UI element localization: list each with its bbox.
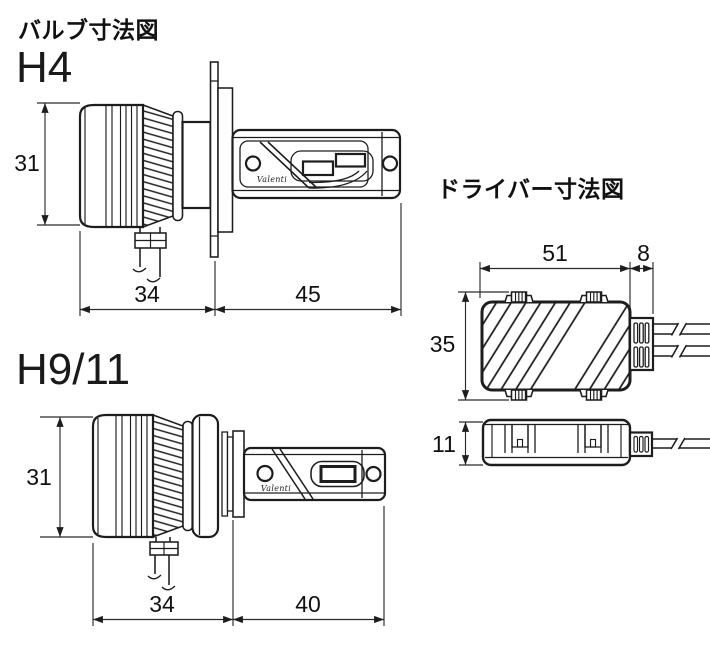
driver-top-view-drawing: 51 8 35 [430,240,710,401]
h4-dim-height-value: 31 [14,150,40,176]
driver-dim-connector-value: 8 [637,240,650,266]
h9-11-dim-body-length-value: 40 [295,591,321,617]
h9-11-collar [182,420,194,532]
h9-11-bulb-drawing: 31 Valenti [26,413,387,626]
driver-mount-tabs [504,291,609,401]
h9-11-dim-height: 31 [26,416,93,538]
driver-dim-thickness: 11 [432,421,483,466]
h9-11-brand-logo: Valenti [261,484,291,493]
h9-11-hole-right [365,465,382,483]
bulb-section-heading: バルブ寸法図 [18,17,159,43]
h9-11-hole-left [256,464,274,483]
h9-11-dim-height-value: 31 [26,464,52,490]
driver-section-heading: ドライバー寸法図 [437,176,625,202]
h4-dim-lengths: 34 45 [79,203,402,316]
h9-11-heatsink [91,413,155,539]
driver-dim-width-value: 35 [430,331,456,357]
driver-connector [628,316,655,372]
driver-side-connector [628,431,654,458]
h4-heatsink [78,103,145,229]
h9-11-neck [221,430,245,518]
driver-side-view-drawing: 11 [432,418,710,467]
h4-dim-heatsink-length-value: 34 [134,281,160,307]
driver-dim-connector: 8 [630,240,653,273]
h4-dim-height: 31 [14,102,80,226]
driver-side-wire [652,437,710,450]
driver-wires [653,322,710,358]
driver-dim-thickness-value: 11 [432,431,456,457]
h4-label: H4 [16,43,73,92]
h4-base-cylinder [181,120,212,210]
h4-screw-hole-left [244,155,262,172]
h9-11-cable [147,537,179,591]
h4-brand-logo: Valenti [257,175,287,184]
h4-screw-hole-right [381,155,399,172]
driver-dim-width: 35 [430,291,509,401]
h9-11-dim-heatsink-length-value: 34 [149,591,175,617]
h9-11-heatsink-fins [152,413,184,539]
h9-11-body: Valenti [242,446,387,502]
h9-11-flange-disc [191,413,220,539]
h9-11-dim-lengths: 34 40 [92,506,385,626]
h4-cable [132,227,167,283]
h4-body: Valenti [231,128,402,200]
h4-mounting-flange [209,61,234,258]
h9-11-label: H9/11 [16,345,131,394]
driver-side-body [481,418,632,467]
h4-heatsink-fins [142,103,174,229]
h4-collar [172,110,184,222]
h4-bulb-drawing: 31 Valenti [14,61,402,316]
h4-dim-body-length-value: 45 [295,281,321,307]
driver-dim-length-value: 51 [542,240,568,266]
